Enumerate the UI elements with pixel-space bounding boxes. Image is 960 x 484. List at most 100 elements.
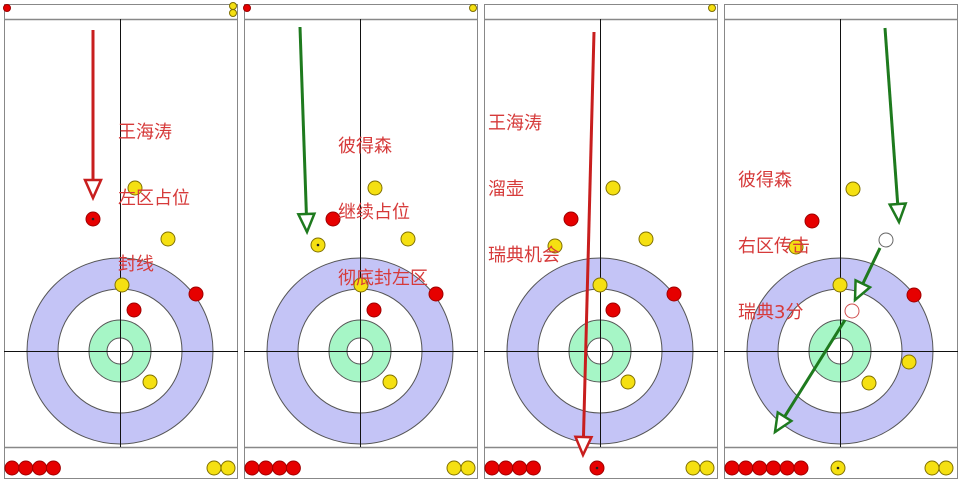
caption-line: 王海涛 [118,122,172,143]
yellow-stone [832,277,848,293]
arrow-head-icon [887,202,908,226]
ghost-stone [844,303,860,319]
yellow-stone [160,231,176,247]
yellow-stone [547,238,563,254]
yellow-stone [114,277,130,293]
red-stone [484,460,500,476]
arrow-head-icon [573,435,594,459]
stone-marker-dot [91,217,95,221]
arrow-head-icon [83,178,103,202]
yellow-stone [699,460,715,476]
red-stone [779,460,795,476]
caption-line: 继续占位 [338,202,410,223]
red-stone [126,302,142,318]
red-stone [804,213,820,229]
red-stone [525,460,541,476]
red-stone [285,460,301,476]
red-stone [793,460,809,476]
red-stone [244,460,260,476]
caption-line: 瑞典3分 [738,302,804,323]
caption-line: 彼得森 [338,136,392,157]
red-stone [4,460,20,476]
red-stone [18,460,34,476]
shot-path-line [883,27,901,223]
red-stone [45,460,61,476]
shot-path-line [581,31,596,456]
curling-panel-1: 王海涛 左区占位 封线 [0,0,240,484]
yellow-stone [592,277,608,293]
yellow-stone [206,460,222,476]
red-stone [738,460,754,476]
caption-line: 右区传击 [738,236,810,257]
shot-caption: 彼得森 继续占位 彻底封左区 [338,92,428,334]
yellow-stone [924,460,940,476]
red-stone [605,302,621,318]
curling-panel-3: 王海涛 溜壶 瑞典机会 [480,0,720,484]
red-stone [243,4,251,12]
caption-line: 封线 [118,254,154,275]
arrow-head-icon [296,212,317,236]
sheet-diagram [3,2,238,479]
ghost-stone [878,232,894,248]
shot-caption: 彼得森 右区传击 瑞典3分 [738,126,810,368]
yellow-stone [620,374,636,390]
yellow-stone [685,460,701,476]
caption-line: 彻底封左区 [338,268,428,289]
arrow-head-icon [773,410,794,435]
caption-line: 瑞典机会 [488,245,560,266]
red-stone [906,287,922,303]
stone-marker-dot [595,466,599,470]
yellow-stone [446,460,462,476]
shot-caption: 王海涛 左区占位 封线 [118,78,190,320]
red-stone [3,4,11,12]
yellow-stone [938,460,954,476]
sheet-diagram [724,4,958,479]
yellow-stone [220,460,236,476]
red-stone [325,211,341,227]
shot-path-line [773,319,847,433]
yellow-stone [788,239,804,255]
yellow-stone [400,231,416,247]
yellow-stone [638,231,654,247]
red-stone [765,460,781,476]
red-stone [498,460,514,476]
red-stone [752,460,768,476]
shot-caption: 王海涛 溜壶 瑞典机会 [488,69,560,311]
yellow-stone [229,2,237,10]
caption-line: 王海涛 [488,113,542,134]
red-stone [258,460,274,476]
yellow-stone [367,180,383,196]
red-stone [272,460,288,476]
yellow-stone [861,375,877,391]
red-stone [32,460,48,476]
yellow-stone [605,180,621,196]
caption-line: 左区占位 [118,188,190,209]
curling-panel-4: 彼得森 右区传击 瑞典3分 [720,0,960,484]
yellow-stone [229,9,237,17]
red-stone [724,460,740,476]
red-stone [563,211,579,227]
caption-line: 彼得森 [738,170,792,191]
caption-line: 溜壶 [488,179,524,200]
sheet-diagram [484,4,718,479]
yellow-stone [901,354,917,370]
curling-panel-2: 彼得森 继续占位 彻底封左区 [240,0,480,484]
yellow-stone [845,181,861,197]
arrow-head-icon [853,278,873,303]
red-stone [512,460,528,476]
red-stone [428,286,444,302]
sheet-diagram [243,4,478,479]
yellow-stone [460,460,476,476]
shot-path-line [298,26,309,233]
yellow-stone [708,4,716,12]
yellow-stone [382,374,398,390]
yellow-stone [127,180,143,196]
yellow-stone [353,277,369,293]
yellow-stone [142,374,158,390]
red-stone [666,286,682,302]
stone-marker-dot [316,243,320,247]
red-stone [188,286,204,302]
red-stone [366,302,382,318]
stone-marker-dot [836,466,840,470]
yellow-stone [469,4,477,12]
